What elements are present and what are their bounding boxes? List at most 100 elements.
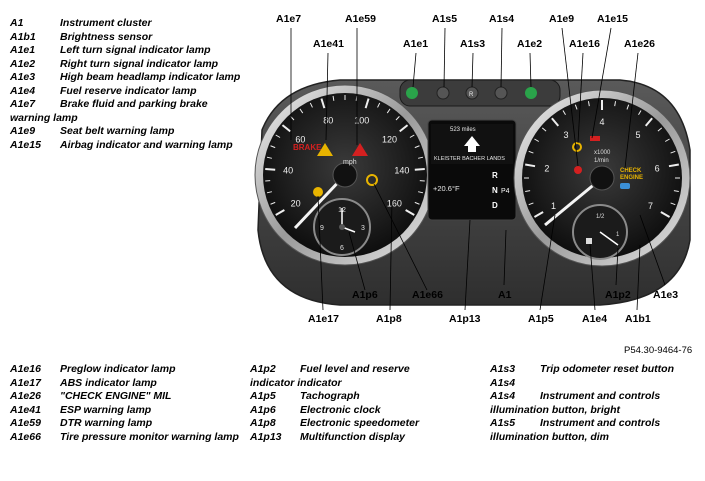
tick-mark (668, 163, 679, 168)
callout-a1e17: A1e17 (308, 313, 339, 325)
legend-text: Electronic clock (300, 403, 381, 416)
tick-label: 80 (323, 116, 333, 126)
gear-selected: P4 (501, 188, 510, 195)
abs-lamp (313, 187, 323, 197)
legend-item: A1e26"CHECK ENGINE" MIL (10, 390, 245, 404)
callout-a1p5: A1p5 (528, 313, 554, 325)
callout-a1e9: A1e9 (549, 13, 575, 25)
tick-mark (670, 202, 676, 206)
tick-mark (332, 95, 335, 101)
legend-text: Fuel reserve indicator lamp (60, 84, 197, 97)
callout-a1e3: A1e3 (653, 289, 679, 301)
speedometer-hub (332, 162, 358, 188)
tick-mark (266, 191, 272, 194)
tick-label: 1 (551, 201, 556, 211)
callout-a1s4: A1s4 (489, 13, 515, 25)
legend-code: A1e26 (10, 390, 41, 402)
tick-mark (562, 110, 566, 116)
legend-code: A1s4 (490, 376, 516, 389)
tick-mark (377, 102, 381, 108)
tick-label: 5 (635, 130, 640, 140)
tick-mark (320, 98, 326, 109)
tick-mark (364, 98, 370, 109)
tick-mark (265, 168, 276, 171)
navigation-arrow-icon (464, 136, 480, 152)
tachometer-tick-marks (524, 100, 680, 218)
tick-label: 20 (291, 199, 301, 209)
legend-code: A1p5 (250, 390, 276, 402)
high-beam-lamp (620, 183, 630, 189)
clock-subdial: 12369 (313, 198, 371, 256)
callout-a1: A1 (498, 289, 512, 301)
tick-mark (414, 145, 420, 149)
callout-a1s3: A1s3 (460, 38, 486, 50)
legend-code: A1e4 (10, 84, 36, 97)
preglow-lamp (572, 142, 582, 152)
brake-warning-lamp: BRAKE (293, 143, 322, 152)
callout-a1e2: A1e2 (517, 38, 543, 50)
legend-text: Instrument cluster (60, 17, 152, 29)
tick-label: 40 (283, 166, 293, 176)
tick-mark (418, 156, 424, 159)
tick-mark (587, 101, 590, 107)
display-street: KLEISTER BACHER LANDS (434, 156, 505, 162)
callout-a1e59: A1e59 (345, 13, 376, 25)
legend-text: DTR warning lamp (60, 417, 153, 429)
tick-mark (638, 110, 642, 116)
left-turn-lamp (406, 87, 418, 99)
legend-text: Multifunction display (300, 430, 405, 443)
tick-mark (525, 190, 531, 193)
tick-mark (660, 211, 671, 218)
callout-a1p8: A1p8 (376, 313, 402, 325)
speedometer-unit: mph (343, 159, 357, 166)
clock-label: 9 (320, 225, 324, 232)
fuel-half: 1/2 (596, 214, 605, 220)
legend-code: A1e3 (10, 71, 36, 83)
legend-code: A1p8 (250, 417, 276, 429)
reference-code: P54.30-9464-76 (624, 345, 693, 356)
callout-a1e26: A1e26 (624, 38, 655, 50)
tick-mark (670, 150, 676, 154)
button-strip (399, 79, 561, 107)
callout-a1e15: A1e15 (597, 13, 628, 25)
tire-pressure-lamp (366, 174, 378, 186)
tick-mark (299, 108, 304, 114)
tick-label: 3 (563, 130, 568, 140)
tick-mark (614, 101, 617, 107)
tick-mark (657, 127, 663, 132)
tick-mark (399, 124, 409, 133)
callout-a1p13: A1p13 (449, 313, 481, 325)
tick-mark (528, 202, 534, 206)
legend-code: A1p6 (250, 403, 276, 416)
legend-item: A1p6 Electronic clock (250, 404, 435, 418)
legend-item: A1e59 DTR warning lamp (10, 417, 245, 431)
callout-a1e4: A1e4 (582, 313, 608, 325)
legend-code: A1e15 (10, 138, 41, 151)
check-engine-lamp-2: ENGINE (620, 175, 643, 181)
display-distance: 523 miles (450, 127, 476, 133)
tick-mark (551, 117, 560, 127)
tick-mark (673, 190, 679, 193)
legend-code: A1e59 (10, 417, 41, 429)
tacho-unit-2: 1/min (594, 158, 609, 164)
tick-label: 2 (544, 163, 549, 173)
tick-label: 4 (599, 117, 604, 127)
legend-code: A1e2 (10, 57, 36, 70)
tacho-unit-1: x1000 (594, 150, 611, 156)
gear-r: R (492, 171, 498, 180)
legend-text: Electronic speedometer (300, 417, 420, 429)
